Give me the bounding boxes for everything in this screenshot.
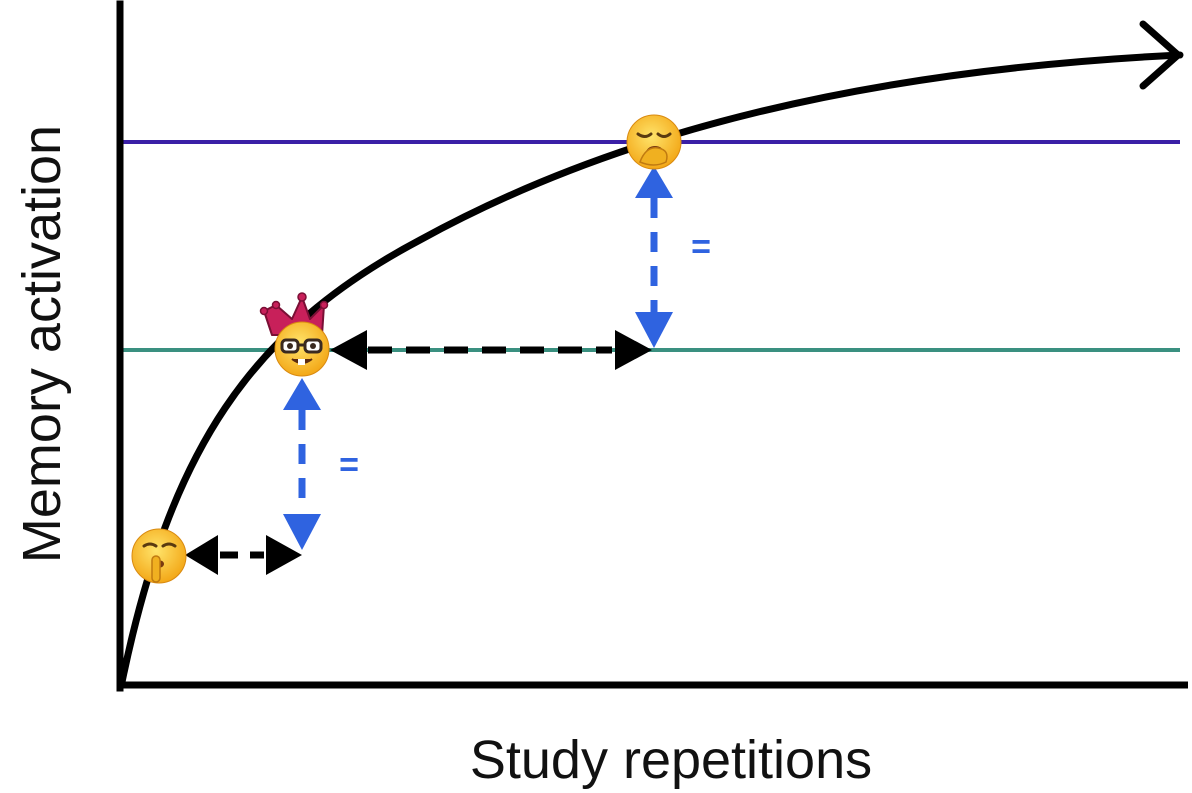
yawning-face-icon bbox=[626, 114, 682, 170]
equals-label-lower: = bbox=[339, 446, 359, 484]
learning-curve bbox=[118, 51, 1184, 686]
y-axis-label: Memory activation bbox=[12, 125, 72, 563]
vertical-arrow-lower bbox=[283, 378, 321, 550]
crowned-nerd-face-icon bbox=[259, 292, 330, 377]
curve-arrowhead bbox=[1139, 20, 1182, 90]
equals-label-upper: = bbox=[691, 228, 711, 266]
x-axis-label: Study repetitions bbox=[470, 730, 872, 790]
horizontal-arrow-lower bbox=[185, 535, 302, 575]
shushing-face-icon bbox=[131, 528, 187, 584]
vertical-arrow-upper bbox=[635, 166, 673, 348]
horizontal-arrow-upper bbox=[330, 330, 652, 370]
